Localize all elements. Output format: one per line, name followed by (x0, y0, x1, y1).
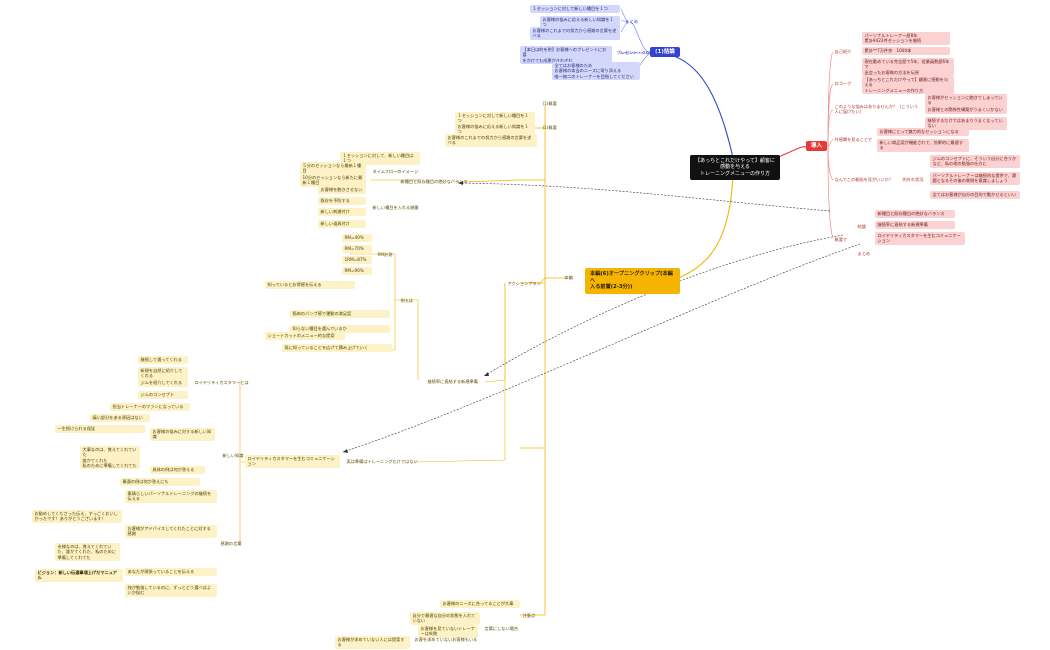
overview-sub[interactable]: (1)概要 (542, 125, 557, 131)
new-item-2[interactable]: 既存を予防する (318, 197, 366, 205)
rm-item-2[interactable]: RM=70% (342, 245, 372, 253)
rm-item-1[interactable]: RM=40% (342, 234, 372, 242)
new-item-label[interactable]: 新しい種目を入れる順番 (372, 205, 419, 211)
pain-item-1[interactable]: お客様がセッションに飽きてしまっている (925, 94, 1007, 107)
loyalty-sub-label[interactable]: ロイヤリティカスタマーとは (194, 380, 249, 386)
overview-item-3[interactable]: お客様のこれまでの努力から感謝の言葉を述べる (445, 134, 537, 147)
closing-message[interactable]: 全てはお客様のため お客様の本当のニーズに寄り添える 唯一無二のトレーナーを目指… (552, 62, 640, 80)
caution-sub-1[interactable]: 言葉にしない場合 (484, 626, 519, 632)
timeline-item-2[interactable]: 10分のセッションなら新たに最新１種目 (300, 174, 366, 187)
loyalty-item-4[interactable]: ジムのコンセプト (138, 391, 188, 399)
caution-item-3[interactable]: お客様を見ていないトレーナーは失敗 (418, 625, 478, 638)
vision-highlight[interactable]: ビジョン：新しい伝達事項上げだマニュアル (35, 569, 123, 582)
knowledge-item-3[interactable]: お客様の悩みに対する新しい知識 (150, 428, 215, 441)
caution-item-1[interactable]: お客様のニーズに合ってることが大事 (440, 600, 520, 608)
pain-label[interactable]: このような悩みはありませんか？（こういう人に届けたい） (834, 104, 919, 115)
new-item-1[interactable]: お客様を飽きさせない (318, 186, 366, 194)
gratitude-item-2[interactable]: お客様がアドバイスしてくれたことに対する感謝 (125, 525, 217, 538)
extra-item-3[interactable]: 知らない種目を選んでいるか (290, 325, 390, 333)
why-watch-item-2[interactable]: パーソナルトレーナーは継続的な提供で、課題となるその後の質問を意識しましょう (930, 172, 1020, 185)
rm-item-3[interactable]: 1RM=87% (342, 256, 372, 264)
loyalty-item-1[interactable]: 継続して通ってくれる (138, 356, 188, 364)
gratitude-quote-2[interactable]: 夫様なのは、覚えてくれていた、誰かてくれた、私のために準備してくれてた (55, 543, 120, 561)
knowledge-item-2[interactable]: 一生続けられる保証 (55, 425, 145, 433)
timeline-label[interactable]: タイムフローのイメージ (372, 169, 419, 175)
loyalty-item-3[interactable]: ジムを紹介してくれる (138, 379, 188, 387)
rm-item-4[interactable]: RM=90% (342, 267, 372, 275)
extra-item-5[interactable]: 既に知っていることを広げて積み上げていく (282, 344, 392, 352)
intro-branch[interactable]: 導入 (806, 141, 828, 152)
pre-closing-item[interactable]: 【本日は的を射】お客様へのプレゼントにお喜 をかけても成果がきれぎれ (520, 46, 612, 64)
rm-label[interactable]: RM計測 (377, 252, 393, 258)
caution-section[interactable]: 注意点 (522, 613, 536, 619)
example-label[interactable]: 例えば (400, 298, 414, 304)
overview-section[interactable]: (1)概要 (542, 101, 557, 107)
knowledge-label[interactable]: 新しい知識 (222, 453, 244, 459)
red-conclusion-item-1[interactable]: 新種目と既存種目の絶妙なバランス (875, 210, 955, 218)
timeline-item-1[interactable]: ５分のセッションなら最新１種目 (300, 162, 366, 175)
balance-section[interactable]: 新種目と既存種目の絶妙なバランス (400, 179, 468, 185)
self-intro-item-3[interactable]: 現在勤めている完全歴で5年、従業員数歴6年で 出会ったお客様の方法を伝授 (862, 58, 954, 76)
conclusion-branch[interactable]: (1)結論 (650, 47, 680, 58)
knowledge-item-6[interactable]: 最適の例は何か答えにも (120, 478, 200, 486)
main-body-branch[interactable]: 本編(6)オープニングクリップ(本編へ 入る前置(2-3分)) (585, 268, 680, 294)
summary-item-2[interactable]: お客様の悩みに応える新しい知識を１つ (540, 16, 620, 29)
caution-item-2[interactable]: 自分で最適な自分の状態を入れていない (410, 612, 480, 625)
gratitude-label[interactable]: 感謝の言葉 (220, 541, 242, 547)
prep-section[interactable]: 実は準備はトレーニングだけではない (346, 459, 418, 465)
self-intro-item-1[interactable]: パーソナルトレーナー歴8年 累計9422件セッションを継続 (862, 32, 950, 45)
knowledge-item-5[interactable]: 具体の例は何か答える (150, 466, 205, 474)
new-item-3[interactable]: 新しい刺激付け (318, 208, 366, 216)
loyalty-item-5[interactable]: 担当トレーナーのファンになっている (110, 403, 190, 411)
summary-item-3[interactable]: お客様のこれまでの努力から感謝の言葉を述べる (530, 27, 620, 40)
pain-item-3[interactable]: 継続するだけではあまりうまくなっていない (925, 117, 1007, 130)
pain-item-2[interactable]: お客様との関係性構築がうまくいかない (925, 106, 1007, 114)
extra-item-4[interactable]: ショートカットのメニュー的な提案 (265, 332, 345, 340)
red-conclusion-item-2[interactable]: 継続率に直結する新規準備 (875, 221, 955, 229)
knowledge-item-4[interactable]: 大事なのは、覚えてくれていた 誰かてくれた 私のために準備してくれてた (80, 446, 140, 470)
self-intro-label[interactable]: 自己紹介 (834, 49, 852, 55)
red-conclusion-item-3[interactable]: ロイヤリティカスタマーを生むコミュニケーション (875, 232, 965, 245)
logo-label[interactable]: ロゴーク (834, 81, 852, 87)
central-topic[interactable]: 【あっちとこれだけやって】顧客に感動を与える トレーニングメニューの作り方 (690, 155, 780, 181)
benefit-label[interactable]: 共感欄を見ることで (834, 137, 873, 143)
gratitude-item-4[interactable]: 独が勉強しているのに、ずっとどう選べばよいか悩む (125, 584, 217, 597)
overview-label[interactable]: 概要で (834, 237, 848, 243)
red-conclusion-label[interactable]: 結論 (857, 224, 866, 230)
benefit-item-1[interactable]: お客様にとって魅力的なセッションになる (877, 128, 969, 136)
retention-section[interactable]: 継続率に直結する新規準備 (427, 379, 478, 385)
timeline-item-3[interactable]: １セッションに対して、新しい種目は１つ (340, 152, 420, 165)
overview-item-2[interactable]: お客様の悩みに応える新しい知識を１つ (455, 123, 535, 136)
overview-item-1[interactable]: １セッションに対して新しい種目を１つ (455, 112, 535, 125)
logo-item[interactable]: 【あっちとこれだけやって】顧客に感動を与える トレーニングメニューの作り方 (862, 76, 954, 94)
red-summary-end[interactable]: まとめ (857, 251, 871, 257)
gratitude-item-1[interactable]: 素晴らしいパーソナルトレーニングの継続を伝える (125, 490, 217, 503)
why-watch-label[interactable]: なんでこの動画を見がいいか？ (834, 177, 893, 183)
action-plan-section[interactable]: アクションプラン (507, 281, 541, 287)
benefit-item-2[interactable]: 新しい商品案が機能されて、効果的に最適する (877, 139, 969, 152)
summary-item-1[interactable]: １セッションに対して新しい種目を１つ (530, 5, 620, 13)
loyalty-section[interactable]: ロイヤリティカスタマーを生むコミュニケーション (245, 455, 340, 468)
caution-sub-2[interactable]: お客を求めていないお客様もいる (414, 637, 478, 643)
why-watch-sub[interactable]: 的外れ状況 (902, 177, 924, 183)
knowledge-item-1[interactable]: 痛い部分をある原因はない (90, 414, 150, 422)
body-label[interactable]: 本編 (564, 275, 573, 281)
caution-item-4[interactable]: お客様が求めていない人には提案する (335, 636, 410, 649)
gratitude-item-3[interactable]: あなたが頑張っていることを伝える (125, 568, 217, 576)
extra-item-1[interactable]: 知っているとお得感を伝える (265, 281, 355, 289)
gratitude-quote-1[interactable]: お勧めしてくださった伝え、すっごくおいしかったです！ありがとうございます！ (32, 510, 122, 523)
why-watch-item-3[interactable]: 全てはお客様が自分の目的で動かせるといい (930, 191, 1020, 199)
self-intro-item-2[interactable]: 累計**7万件突 1000本 (862, 47, 950, 55)
summary-label[interactable]: まとめ (625, 19, 639, 25)
why-watch-item-1[interactable]: ジムのコンセプトに、そういう自分に合うかなど、私の他の勉強の仕方に (930, 155, 1020, 168)
extra-item-2[interactable]: 筋肉のパンプ感で運動の満足度 (290, 310, 390, 318)
pre-closing-label[interactable]: プレゼント・クロージング (616, 50, 667, 56)
loyalty-item-2[interactable]: 新規を自然に紹介してくれる (138, 367, 188, 380)
new-item-4[interactable]: 新しい道具付け (318, 220, 366, 228)
